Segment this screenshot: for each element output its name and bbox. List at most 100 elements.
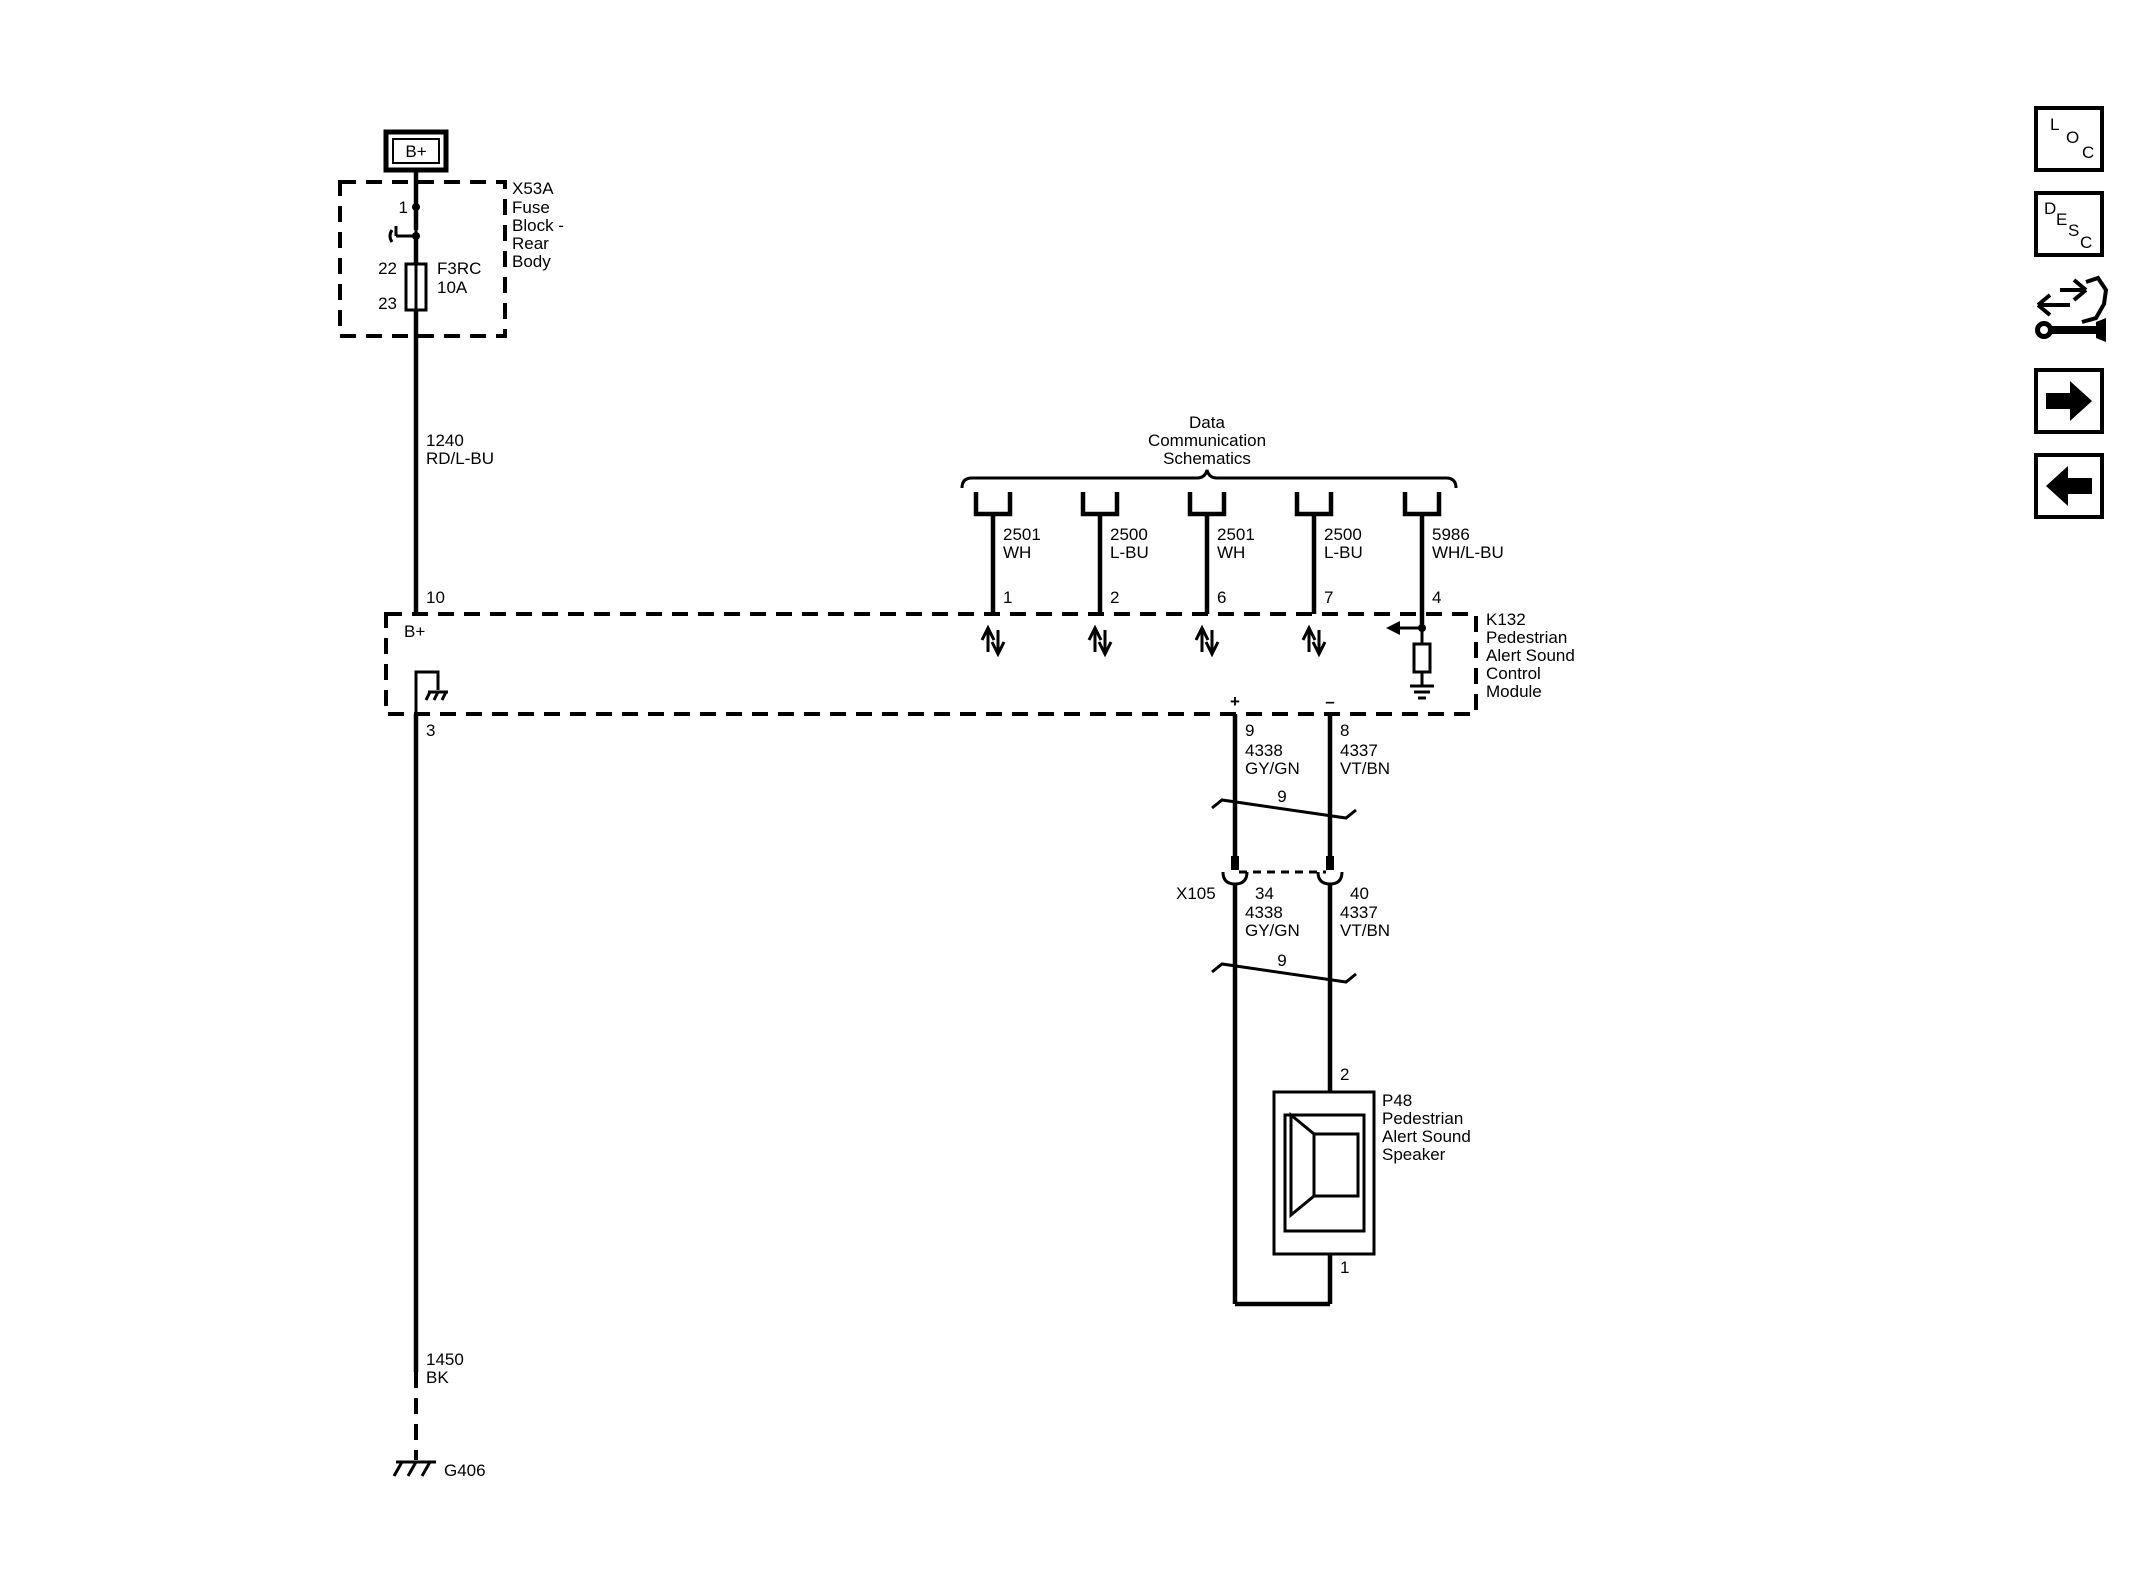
wire-1450-color: BK (426, 1368, 449, 1387)
speaker-name-1: Pedestrian (1382, 1109, 1463, 1128)
data-wire-3-pin: 6 (1217, 588, 1226, 607)
power-label: B+ (405, 142, 426, 161)
data-wire-5-pin: 4 (1432, 588, 1441, 607)
arrow-right-icon (2046, 381, 2092, 421)
connector-pin-minus: 40 (1350, 884, 1369, 903)
fuse-rating: 10A (437, 278, 468, 297)
module-power-label: B+ (404, 622, 425, 641)
bidirectional-arrow-icon (1194, 624, 1220, 658)
data-wire-4-circuit: 2500 (1324, 525, 1362, 544)
desc-letter-c: C (2080, 233, 2092, 252)
data-wire-3: 2501 WH 6 (1187, 492, 1255, 614)
module-outline (384, 612, 1478, 716)
wire-1450: 1450 BK (413, 714, 464, 1460)
module-name-2: Alert Sound (1486, 646, 1575, 665)
upper-plus-circuit: 4338 (1245, 741, 1283, 760)
chassis-ground-icon (392, 1460, 436, 1477)
module-pin-power: 10 (426, 588, 445, 607)
data-wire-4-pin: 7 (1324, 588, 1333, 607)
speaker-id: P48 (1382, 1091, 1412, 1110)
upper-minus-circuit: 4337 (1340, 741, 1378, 760)
data-wire-3-color: WH (1217, 543, 1245, 562)
arrow-left-icon (2046, 466, 2092, 506)
fuse-pin-b: 23 (378, 294, 397, 313)
module-id: K132 (1486, 610, 1526, 629)
fuse-block-name-2: Block - (512, 216, 564, 235)
data-wire-5-color: WH/L-BU (1432, 543, 1504, 562)
module-name-1: Pedestrian (1486, 628, 1567, 647)
data-wire-4: 2500 L-BU 7 (1294, 492, 1363, 614)
internal-ground-icon (414, 670, 448, 714)
module-name-4: Module (1486, 682, 1542, 701)
description-button[interactable]: D E S C (2034, 191, 2104, 257)
pull-down-resistor-icon (1386, 614, 1434, 700)
lower-minus-circuit: 4337 (1340, 903, 1378, 922)
battery-power-source: B+ (383, 129, 449, 173)
module-pin-ground: 3 (426, 721, 435, 740)
fuse-id: F3RC (437, 259, 481, 278)
lower-plus-color: GY/GN (1245, 921, 1300, 940)
location-button[interactable]: L O C (2034, 106, 2104, 172)
twisted-pair-icon: 9 (1211, 787, 1357, 820)
loc-letter-c: C (2082, 143, 2094, 162)
loc-letter-l: L (2050, 115, 2059, 134)
fuse-block-outline (338, 180, 507, 338)
speaker-wires-upper: 9 8 4338 GY/GN 4337 VT/BN 9 (1211, 714, 1390, 864)
next-button[interactable] (2034, 368, 2104, 434)
lower-minus-color: VT/BN (1340, 921, 1390, 940)
data-comm-line-1: Data (1189, 413, 1225, 432)
desc-letter-d: D (2044, 199, 2056, 218)
speaker-p48: 2 1 P48 Pedestrian Alert Sound Speaker (1235, 1065, 1471, 1307)
data-wire-2-circuit: 2500 (1110, 525, 1148, 544)
ground-g406: G406 (392, 1460, 486, 1480)
data-wire-1-color: WH (1003, 543, 1031, 562)
fuse-pin-a: 22 (378, 259, 397, 278)
data-comm-line-2: Communication (1148, 431, 1266, 450)
wire-1240-circuit: 1240 (426, 431, 464, 450)
fuse-block-name-1: Fuse (512, 198, 550, 217)
module-pin-minus: 8 (1340, 721, 1349, 740)
connector-repair-icon (2035, 275, 2109, 342)
data-wire-4-color: L-BU (1324, 543, 1363, 562)
data-communication-bracket: Data Communication Schematics (960, 413, 1458, 489)
loc-letter-o: O (2066, 128, 2079, 147)
upper-plus-color: GY/GN (1245, 759, 1300, 778)
module-minus-sign: – (1325, 692, 1334, 711)
connector-x105: X105 34 40 4338 GY/GN 4337 VT/BN 9 (1176, 856, 1390, 1304)
connector-id: X105 (1176, 884, 1216, 903)
bidirectional-arrow-icon (980, 624, 1006, 658)
module-name-3: Control (1486, 664, 1541, 683)
data-wire-1-circuit: 2501 (1003, 525, 1041, 544)
fuse-block-name-4: Body (512, 252, 551, 271)
bidirectional-arrow-icon (1087, 624, 1113, 658)
data-wire-1: 2501 WH 1 (973, 492, 1041, 614)
desc-letter-e: E (2056, 210, 2067, 229)
connector-pin-plus: 34 (1255, 884, 1274, 903)
desc-letter-s: S (2068, 221, 2079, 240)
wire-1240-color: RD/L-BU (426, 449, 494, 468)
twisted-pair-label-upper: 9 (1277, 787, 1286, 806)
module-pin-plus: 9 (1245, 721, 1254, 740)
speaker-icon (1289, 1111, 1360, 1219)
speaker-name-2: Alert Sound (1382, 1127, 1471, 1146)
data-wire-3-circuit: 2501 (1217, 525, 1255, 544)
speaker-pin-top: 2 (1340, 1065, 1349, 1084)
data-wire-5-circuit: 5986 (1432, 525, 1470, 544)
wire-1450-circuit: 1450 (426, 1350, 464, 1369)
module-k132: 10 B+ 3 (384, 588, 1575, 740)
data-wire-1-pin: 1 (1003, 588, 1012, 607)
lower-plus-circuit: 4338 (1245, 903, 1283, 922)
connector-repair-button[interactable] (2035, 275, 2109, 342)
ground-id: G406 (444, 1461, 486, 1480)
speaker-pin-bottom: 1 (1340, 1258, 1349, 1277)
fuse-pin-in: 1 (399, 198, 408, 217)
back-button[interactable] (2034, 453, 2104, 519)
data-wire-5: 5986 WH/L-BU 4 (1402, 492, 1504, 614)
data-wire-2-pin: 2 (1110, 588, 1119, 607)
data-wire-2: 2500 L-BU 2 (1080, 492, 1149, 614)
fuse-block-name-3: Rear (512, 234, 549, 253)
fuse-block-id: X53A (512, 179, 554, 198)
bidirectional-arrow-icon (1301, 624, 1327, 658)
upper-minus-color: VT/BN (1340, 759, 1390, 778)
